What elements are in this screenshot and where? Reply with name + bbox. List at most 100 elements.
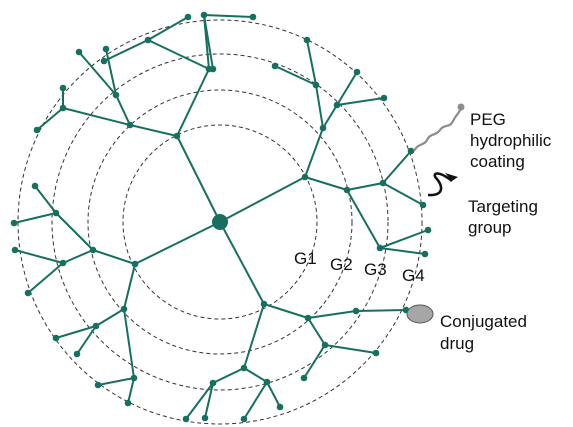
branch-edge [382, 182, 424, 206]
branch-edge [243, 303, 265, 369]
branch-node [120, 305, 128, 313]
generation-label-g4: G4 [402, 266, 425, 285]
branch-node [124, 399, 132, 407]
branch-node [421, 250, 429, 258]
branch-node [372, 349, 380, 357]
branch-edge [55, 212, 94, 251]
branch-edges [13, 14, 429, 420]
generation-ring-3 [51, 53, 389, 391]
branch-node [173, 132, 181, 140]
branch-edge [105, 48, 117, 96]
branch-edge [322, 104, 338, 129]
branch-node [11, 246, 19, 254]
peg-label-line2: hydrophilic [470, 131, 552, 150]
branch-edge [315, 84, 324, 129]
branch-node [112, 91, 120, 99]
branch-edge [304, 176, 348, 191]
branch-edge [203, 14, 254, 18]
branch-node [59, 84, 67, 92]
branch-node [301, 173, 309, 181]
branch-node [94, 381, 102, 389]
branch-edge [355, 309, 407, 312]
branch-node [100, 57, 108, 65]
branch-edge [204, 382, 214, 419]
branch-node [353, 68, 361, 76]
branch-edge [127, 377, 135, 404]
branch-node [376, 244, 384, 252]
branch-node [271, 62, 279, 70]
branch-edge [379, 247, 426, 255]
branch-edge [14, 249, 64, 264]
branch-edge [176, 68, 210, 137]
branch-edge [266, 381, 281, 408]
branch-node [263, 378, 271, 386]
branch-edge [185, 382, 214, 420]
branch-node [424, 226, 432, 234]
conjugated-drug-icon [406, 304, 434, 324]
branch-node [92, 322, 100, 330]
branch-node [300, 374, 308, 382]
branch-edge [379, 229, 429, 249]
branch-node [321, 341, 329, 349]
branch-node [379, 179, 387, 187]
branch-node [200, 11, 208, 19]
branch-node [59, 259, 67, 267]
branch-edge [346, 189, 381, 249]
branch-edge [346, 182, 384, 191]
branch-edge [219, 221, 265, 305]
branch-nodes [10, 11, 432, 423]
generation-ring-2 [87, 89, 353, 355]
peg-end-node [457, 103, 465, 111]
branch-edge [115, 94, 131, 126]
branch-edge [13, 212, 57, 224]
branch-edge [27, 262, 64, 294]
generation-ring-1 [122, 124, 318, 320]
generation-label-g1: G1 [294, 249, 317, 268]
branch-node [24, 289, 32, 297]
peg-label-line3: coating [470, 152, 525, 171]
branch-node [304, 314, 312, 322]
branch-edge [219, 176, 306, 223]
branch-edge [304, 127, 324, 178]
branch-node [131, 260, 139, 268]
branch-edge [263, 303, 309, 319]
branch-node [407, 147, 415, 155]
branch-edge [134, 221, 221, 265]
drug-label-line2: drug [440, 334, 474, 353]
branch-node [130, 374, 138, 382]
branch-edge [147, 16, 189, 41]
branch-edge [103, 39, 149, 62]
branch-edge [336, 71, 358, 106]
branch-node [249, 13, 257, 21]
branch-edge [62, 249, 94, 264]
branch-node [209, 379, 217, 387]
branch-node [303, 36, 311, 44]
branch-edge [62, 107, 131, 126]
core-node [212, 214, 228, 230]
branch-node [240, 415, 248, 423]
targeting-group-icon [427, 172, 453, 197]
branch-edge [203, 14, 214, 70]
branch-edge [243, 367, 268, 383]
targeting-label-line1: Targeting [468, 197, 538, 216]
branch-node [352, 307, 360, 315]
generation-label-g3: G3 [364, 260, 387, 279]
branch-edge [243, 381, 268, 420]
branch-edge [78, 51, 117, 96]
branch-node [319, 124, 327, 132]
branch-node [52, 334, 60, 342]
branch-edge [95, 308, 125, 327]
branch-edge [76, 325, 97, 355]
branch-node [380, 94, 388, 102]
branch-node [89, 246, 97, 254]
branch-edge [55, 325, 97, 339]
branch-node [102, 45, 110, 53]
targeting-label-line2: group [468, 218, 511, 237]
branch-node [144, 36, 152, 44]
targeting-arrow-icon [445, 173, 458, 181]
generation-ring-4 [17, 19, 423, 425]
branch-node [33, 126, 41, 134]
branch-node [276, 403, 284, 411]
